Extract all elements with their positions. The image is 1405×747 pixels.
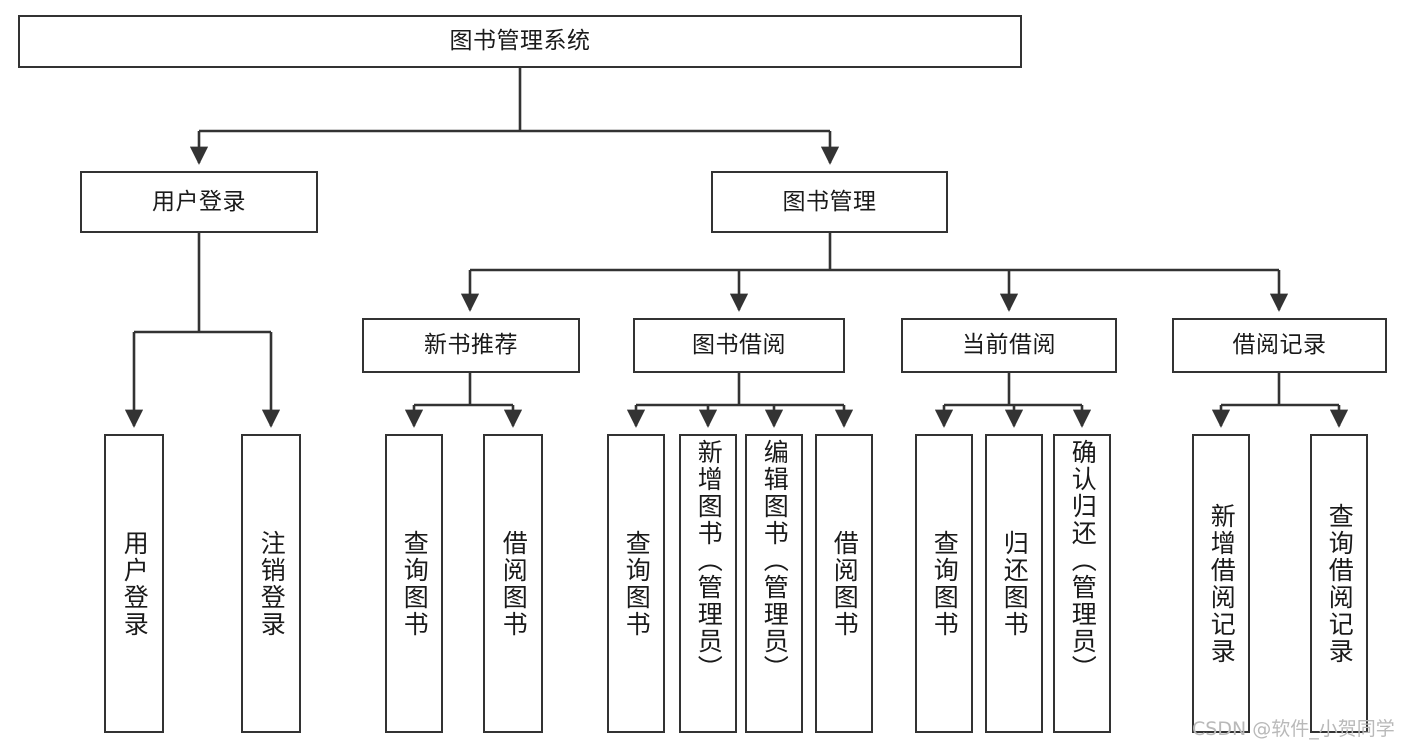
node-leaf-confirm-return[interactable]: 确认归还（管理员） (1053, 434, 1111, 733)
node-current-borrow[interactable]: 当前借阅 (901, 318, 1117, 373)
node-leaf-add-record[interactable]: 新增借阅记录 (1192, 434, 1250, 733)
node-leaf-query-book-rec-label: 查询图书 (400, 529, 430, 638)
node-book-manage[interactable]: 图书管理 (711, 171, 948, 233)
node-leaf-return-book[interactable]: 归还图书 (985, 434, 1043, 733)
node-borrow-record[interactable]: 借阅记录 (1172, 318, 1387, 373)
node-leaf-query-record-label: 查询借阅记录 (1325, 502, 1355, 665)
node-leaf-query-book-cur-label: 查询图书 (930, 529, 960, 638)
node-leaf-borrow-book-rec[interactable]: 借阅图书 (483, 434, 543, 733)
node-leaf-user-login[interactable]: 用户登录 (104, 434, 164, 733)
node-leaf-edit-book-label: 编辑图书（管理员） (760, 439, 790, 682)
node-leaf-logout-label: 注销登录 (257, 529, 287, 638)
node-user-login-label: 用户登录 (152, 188, 246, 215)
node-leaf-query-record[interactable]: 查询借阅记录 (1310, 434, 1368, 733)
csdn-watermark: CSDN @软件_小贺同学 (1192, 718, 1395, 740)
node-current-borrow-label: 当前借阅 (962, 332, 1056, 359)
node-book-manage-label: 图书管理 (782, 188, 877, 215)
node-leaf-logout[interactable]: 注销登录 (241, 434, 301, 733)
node-leaf-query-book-borrow[interactable]: 查询图书 (607, 434, 665, 733)
node-book-borrow[interactable]: 图书借阅 (633, 318, 845, 373)
node-new-book-rec[interactable]: 新书推荐 (362, 318, 580, 373)
node-leaf-add-book[interactable]: 新增图书（管理员） (679, 434, 737, 733)
node-leaf-borrow-book-label: 借阅图书 (830, 529, 860, 638)
node-user-login[interactable]: 用户登录 (80, 171, 318, 233)
node-leaf-query-book-cur[interactable]: 查询图书 (915, 434, 973, 733)
node-book-borrow-label: 图书借阅 (692, 332, 786, 359)
node-leaf-confirm-return-label: 确认归还（管理员） (1068, 439, 1098, 682)
node-root-label: 图书管理系统 (449, 28, 591, 55)
node-leaf-edit-book[interactable]: 编辑图书（管理员） (745, 434, 803, 733)
node-new-book-rec-label: 新书推荐 (424, 332, 518, 359)
node-leaf-query-book-rec[interactable]: 查询图书 (385, 434, 443, 733)
node-root[interactable]: 图书管理系统 (18, 15, 1022, 68)
node-leaf-borrow-book[interactable]: 借阅图书 (815, 434, 873, 733)
node-leaf-add-record-label: 新增借阅记录 (1207, 502, 1237, 665)
node-leaf-user-login-label: 用户登录 (120, 529, 150, 638)
node-borrow-record-label: 借阅记录 (1232, 332, 1327, 359)
node-leaf-borrow-book-rec-label: 借阅图书 (499, 529, 529, 638)
node-leaf-return-book-label: 归还图书 (1000, 529, 1030, 638)
node-leaf-query-book-borrow-label: 查询图书 (622, 529, 652, 638)
node-leaf-add-book-label: 新增图书（管理员） (694, 439, 724, 682)
